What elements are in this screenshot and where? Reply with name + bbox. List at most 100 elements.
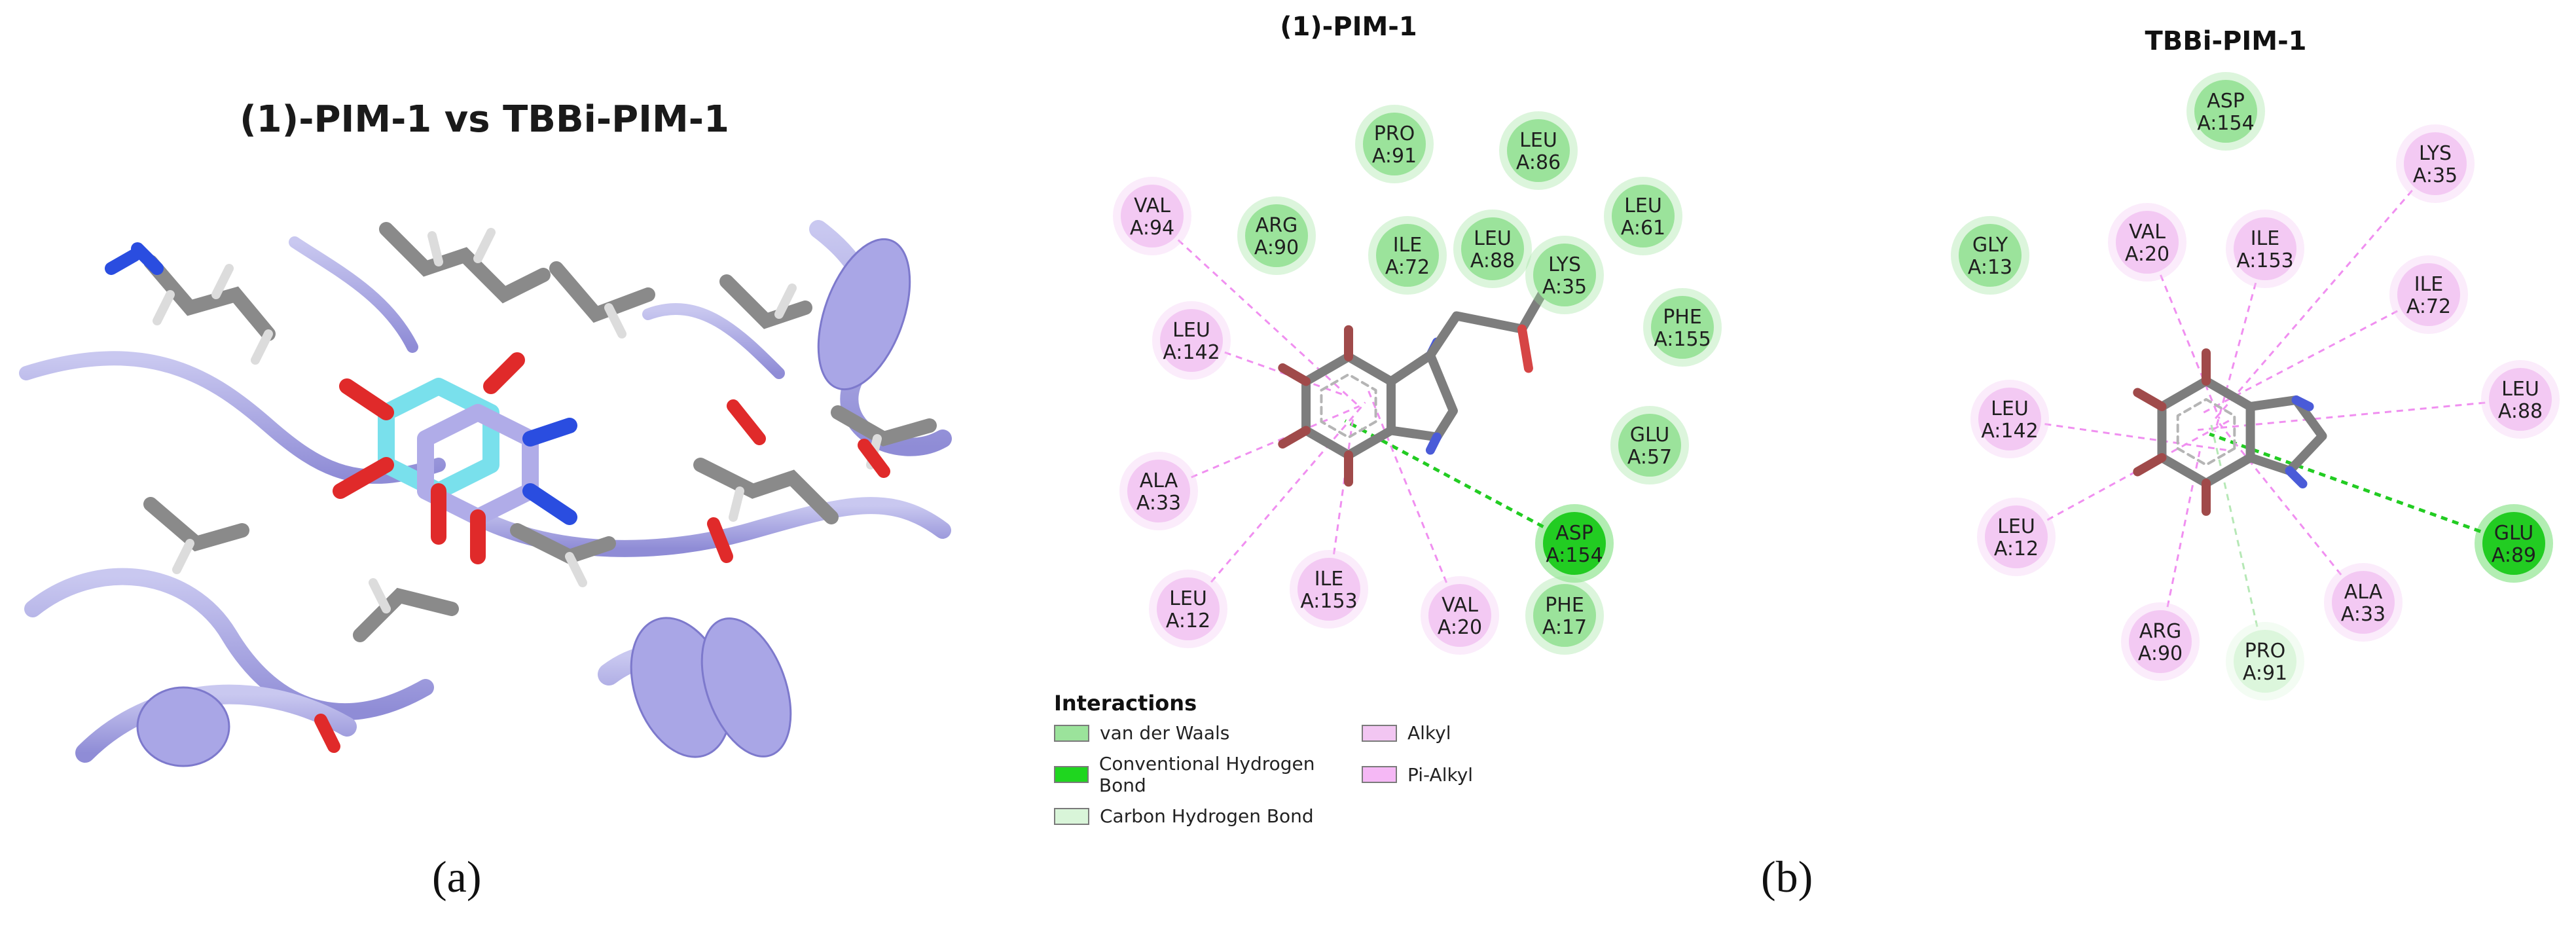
heteroatom-sticks xyxy=(105,242,890,753)
residue-name: ILE xyxy=(2414,273,2444,296)
side-chain xyxy=(1425,278,1553,360)
residue-name: LEU xyxy=(1169,587,1207,610)
residue-name: ALA xyxy=(2344,581,2383,604)
residue-name: ASP xyxy=(1555,522,1593,545)
interaction-line xyxy=(2214,248,2266,432)
residue-sticks xyxy=(143,222,937,642)
residue-id: A:33 xyxy=(1136,492,1181,515)
residue-circle xyxy=(1651,296,1714,359)
carbonyl-bond xyxy=(1517,324,1533,373)
residue-name: PHE xyxy=(1545,594,1584,617)
residue-name: LEU xyxy=(1991,397,2029,420)
residue-id: A:155 xyxy=(1654,328,1711,351)
residue-circle xyxy=(1121,185,1184,247)
legend-swatch xyxy=(1054,724,1089,742)
ligand-structure xyxy=(2133,348,2327,516)
residue-circle xyxy=(2129,610,2192,673)
bromine-bond xyxy=(1278,363,1311,386)
residue-id: A:154 xyxy=(2197,112,2254,135)
interaction-line xyxy=(2211,163,2437,423)
protein-ligand-render xyxy=(19,183,952,767)
interaction-line xyxy=(2219,422,2365,603)
aromatic-ring xyxy=(2176,398,2236,466)
residue-name: ILE xyxy=(2251,227,2280,250)
residue-circle xyxy=(1461,217,1524,280)
residue-circle xyxy=(1533,244,1596,306)
residue-id: A:91 xyxy=(2243,662,2287,685)
residue-circle xyxy=(2332,571,2395,634)
interaction-line xyxy=(1151,215,1362,409)
imidazole-ring xyxy=(1386,350,1458,442)
residue-circle xyxy=(1376,224,1439,287)
residue-name: PRO xyxy=(2245,640,2286,663)
residue-id: A:57 xyxy=(1627,446,1672,469)
residue-circle xyxy=(2116,211,2179,274)
residue-id: A:13 xyxy=(1968,256,2012,279)
benzene-ring xyxy=(1301,352,1396,460)
residue-id: A:153 xyxy=(2236,249,2293,272)
residue-name: GLU xyxy=(1630,424,1669,447)
residue-id: A:142 xyxy=(1981,420,2038,443)
residue-circle xyxy=(1157,577,1220,640)
residue-circle xyxy=(1297,558,1360,621)
residue-id: A:86 xyxy=(1516,151,1561,174)
residue-circle xyxy=(1363,113,1426,175)
residue-name: LYS xyxy=(1548,253,1581,276)
residue-id: A:12 xyxy=(1994,538,2039,560)
panel-b-left-title: (1)-PIM-1 xyxy=(1280,12,1417,42)
interaction-line xyxy=(2146,242,2221,420)
residue-circle xyxy=(1959,224,2022,287)
residue-name: VAL xyxy=(2129,221,2166,244)
benzene-ring xyxy=(2157,376,2255,488)
legend-label: Conventional Hydrogen Bond xyxy=(1098,753,1315,796)
bromine-bond xyxy=(2133,388,2167,411)
residue-id: A:20 xyxy=(2125,243,2169,266)
legend-label: Alkyl xyxy=(1407,722,1451,744)
residue-id: A:88 xyxy=(1470,249,1515,272)
residue-id: A:90 xyxy=(2138,642,2183,665)
legend-item: van der Waals xyxy=(1054,722,1362,744)
residue-name: PHE xyxy=(1663,306,1702,329)
residue-id: A:89 xyxy=(2492,544,2536,567)
residue-name: GLY xyxy=(1972,234,2008,257)
legend-label: Carbon Hydrogen Bond xyxy=(1100,805,1314,827)
interaction-line xyxy=(1187,401,1366,610)
interaction-diagram-right: ASPA:154LYSA:35GLYA:13VALA:20ILEA:153ILE… xyxy=(1951,72,2560,701)
legend-item: Conventional Hydrogen Bond xyxy=(1054,753,1362,796)
nitrogen-bond xyxy=(2285,466,2308,488)
residue-name: ARG xyxy=(2139,620,2182,643)
residue-name: PRO xyxy=(1374,122,1415,145)
residue-name: ALA xyxy=(1140,469,1178,492)
interaction-line xyxy=(2209,421,2266,662)
imidazole-ring xyxy=(2245,395,2327,475)
residue-circle xyxy=(1543,512,1606,575)
residue-name: LEU xyxy=(1624,194,1662,217)
residue-circle xyxy=(1127,460,1190,522)
legend-swatch xyxy=(1362,724,1397,742)
residue-id: A:72 xyxy=(2406,295,2451,318)
residue-circle xyxy=(2234,630,2296,693)
